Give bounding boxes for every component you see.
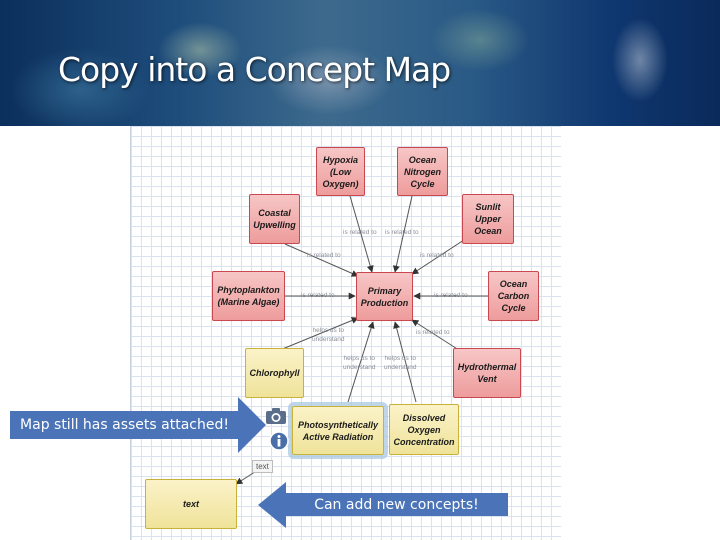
concept-node-primary-production[interactable]: Primary Production [356, 272, 413, 321]
edge-hypoxia [349, 195, 374, 273]
edge-label-hypoxia: is related to [343, 229, 377, 236]
concept-node-sunlit-upper-ocean[interactable]: Sunlit Upper Ocean [462, 194, 514, 244]
callout-arrow-right [238, 397, 266, 453]
concept-node-new-text[interactable]: text [145, 479, 237, 529]
text-tag[interactable]: text [252, 460, 273, 473]
edge-nitrogen [392, 195, 413, 273]
header-banner: Copy into a Concept Map [0, 0, 720, 126]
concept-node-hydrothermal-vent[interactable]: Hydrothermal Vent [453, 348, 521, 398]
camera-icon[interactable] [265, 407, 287, 425]
concept-node-dissolved-oxygen[interactable]: Dissolved Oxygen Concentration [389, 404, 459, 455]
callout-new-concepts: Can add new concepts! [285, 493, 508, 516]
concept-node-chlorophyll[interactable]: Chlorophyll [245, 348, 304, 398]
edge-chlorophyll [279, 317, 359, 351]
concept-node-coastal-upwelling[interactable]: Coastal Upwelling [249, 194, 300, 244]
edge-sunlit [411, 235, 471, 275]
edge-label-sunlit: is related to [420, 252, 454, 259]
edge-label-coastal: is related to [307, 252, 341, 259]
info-icon[interactable] [269, 431, 289, 451]
edge-dissolved [393, 321, 417, 403]
slide-title: Copy into a Concept Map [58, 50, 451, 89]
edge-par [347, 321, 375, 403]
concept-node-ocean-nitrogen-cycle[interactable]: Ocean Nitrogen Cycle [397, 147, 448, 196]
callout-arrow-left [258, 482, 286, 528]
edge-label-carbon: is related to [434, 292, 468, 299]
concept-node-phytoplankton[interactable]: Phytoplankton (Marine Algae) [212, 271, 285, 321]
edge-hydro [411, 319, 463, 353]
concept-node-hypoxia[interactable]: Hypoxia (Low Oxygen) [316, 147, 365, 196]
concept-node-ocean-carbon-cycle[interactable]: Ocean Carbon Cycle [488, 271, 539, 321]
edge-coastal [284, 243, 359, 277]
edge-label-par: helps us to understand [343, 355, 376, 371]
callout-assets-attached: Map still has assets attached! [10, 411, 239, 439]
edge-label-hydro: is related to [416, 329, 450, 336]
edge-label-dissolved: helps us to understand [384, 355, 417, 371]
edge-label-nitrogen: is related to [385, 229, 419, 236]
edge-label-phyto: is related to [301, 292, 335, 299]
edge-label-chlorophyll: helps us to understand [312, 327, 345, 343]
concept-node-photosynthetically-active-radiation[interactable]: Photosynthetically Active Radiation [288, 402, 388, 459]
